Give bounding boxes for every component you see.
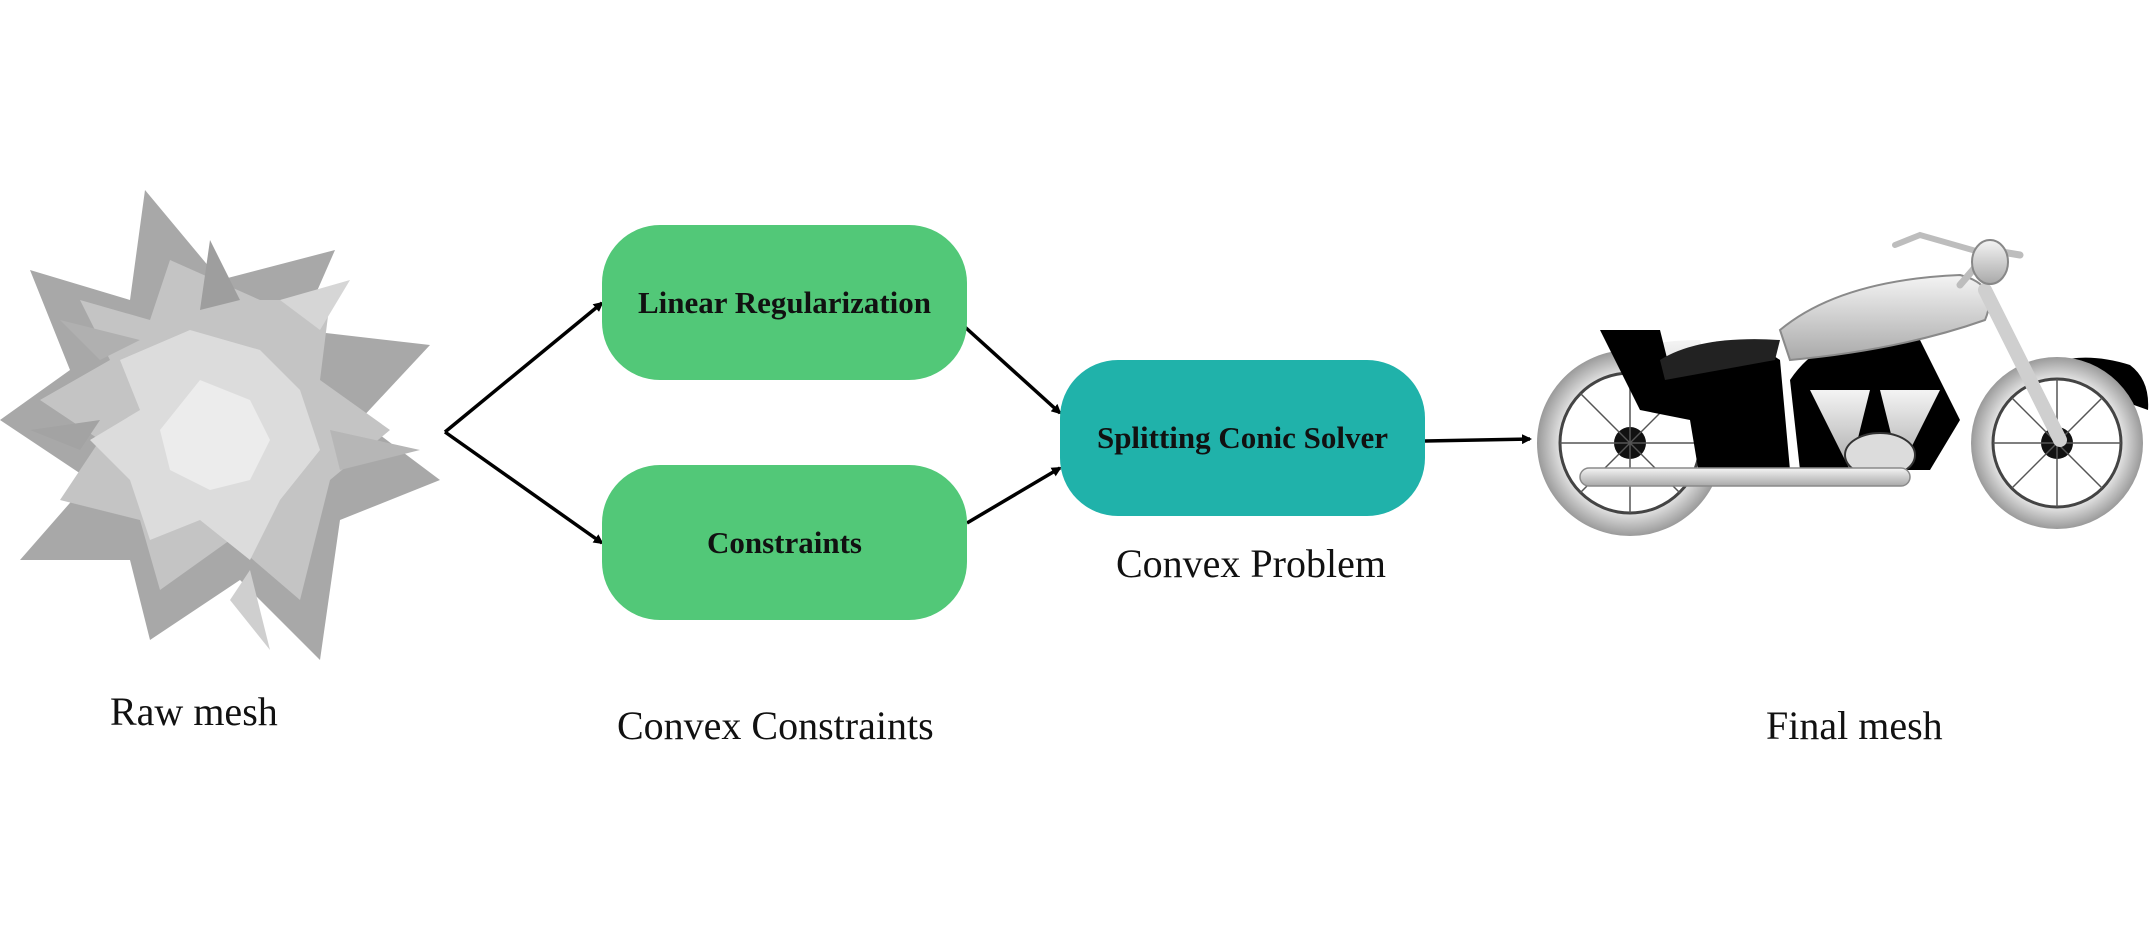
arrow-constraints-to-solver (966, 466, 1062, 525)
final-mesh-caption: Final mesh (1766, 703, 1943, 748)
linear-regularization-label: Linear Regularization (637, 284, 932, 320)
raw-mesh-caption: Raw mesh (110, 689, 278, 734)
final-mesh-image (1537, 231, 2149, 536)
linear-regularization-box: Linear Regularization (602, 225, 967, 380)
raw-mesh-image (0, 190, 440, 660)
splitting-conic-solver-label: Splitting Conic Solver (1096, 420, 1389, 455)
convex-problem-caption: Convex Problem (1116, 541, 1386, 586)
convex-constraints-caption: Convex Constraints (617, 703, 934, 748)
constraints-box: Constraints (602, 465, 967, 620)
constraints-label: Constraints (706, 524, 862, 560)
arrow-linear-to-solver (953, 316, 1062, 415)
arrow-solver-to-final (1424, 434, 1532, 445)
arrow-split-to-linear (443, 301, 604, 434)
arrow-split-to-constraints (443, 430, 604, 545)
splitting-conic-solver-box: Splitting Conic Solver (1060, 360, 1425, 516)
